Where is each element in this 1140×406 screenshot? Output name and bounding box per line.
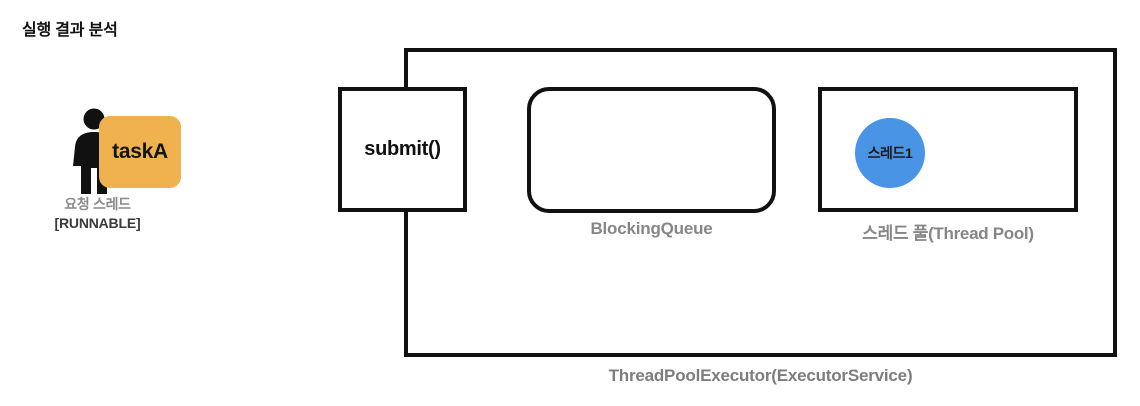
submit-method-box: submit() <box>338 87 467 212</box>
thread-node: 스레드1 <box>855 118 925 188</box>
task-badge-label: taskA <box>112 140 168 163</box>
blocking-queue-box <box>527 87 776 213</box>
submit-method-label: submit() <box>364 138 441 160</box>
threadpoolexecutor-label: ThreadPoolExecutor(ExecutorService) <box>608 366 913 385</box>
thread-pool-label: 스레드 풀(Thread Pool) <box>862 224 1034 243</box>
request-thread-label: 요청 스레드 <box>64 196 131 212</box>
task-badge-taskA: taskA <box>99 116 181 188</box>
blocking-queue-label: BlockingQueue <box>590 219 713 238</box>
thread-node-label: 스레드1 <box>867 145 913 161</box>
request-thread-caption: 요청 스레드 [RUNNABLE] <box>30 196 165 232</box>
page-title: 실행 결과 분석 <box>22 22 118 39</box>
request-thread-state: [RUNNABLE] <box>54 214 141 231</box>
